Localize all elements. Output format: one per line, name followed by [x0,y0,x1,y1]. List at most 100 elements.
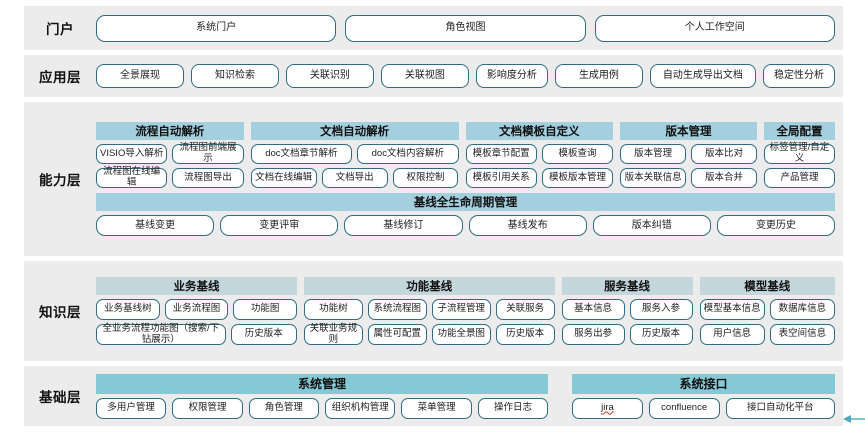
capability-group-title-global-config: 全局配置 [763,122,835,140]
know-button-history-version-business[interactable]: 历史版本 [230,324,297,345]
app-button-knowledge-search[interactable]: 知识检索 [190,64,279,88]
capability-row: 模板引用关系 模板版本管理 [465,168,614,188]
know-button-function-panorama[interactable]: 功能全景图 [431,324,491,345]
knowledge-group-title-function-baseline: 功能基线 [303,277,555,295]
cap-button-visio-import-parse[interactable]: VISIO导入解析 [96,144,168,164]
cap-button-template-reference-relation[interactable]: 模板引用关系 [465,168,537,188]
cap-button-flowchart-frontend-display[interactable]: 流程图前端展示 [172,143,244,164]
cap-button-tag-management-custom[interactable]: 标签管理/自定义 [763,143,835,164]
app-button-relation-view[interactable]: 关联视图 [380,64,469,88]
knowledge-row: 全业务流程功能图（搜索/下钻展示） 历史版本 [96,323,297,345]
life-button-change-history[interactable]: 变更历史 [716,215,836,236]
layer-body-portal: 系统门户 角色视图 个人工作空间 [96,14,843,42]
layer-application: 应用层 全景展现 知识检索 关联识别 关联视图 影响度分析 生成用例 自动生成导… [24,55,843,97]
know-button-service-basic-info[interactable]: 基本信息 [561,299,625,320]
layer-knowledge: 知识层 业务基线 业务基线树 业务流程图 功能图 全业务流程功能图（搜索/下钻展… [24,261,843,361]
layer-base: 基础层 系统管理 多用户管理 权限管理 角色管理 组织机构管理 菜单管理 操作日… [24,366,843,426]
capability-lifecycle-row: 基线变更 变更评审 基线修订 基线发布 版本纠错 变更历史 [96,215,836,236]
app-button-auto-export-doc[interactable]: 自动生成导出文档 [649,64,756,88]
capability-row: 文档在线编辑 文档导出 权限控制 [250,168,459,188]
knowledge-row: 关联业务规则 属性可配置 功能全景图 历史版本 [303,323,555,345]
base-button-org-structure-management[interactable]: 组织机构管理 [325,397,396,419]
base-button-menu-management[interactable]: 菜单管理 [401,397,472,419]
life-button-baseline-release[interactable]: 基线发布 [468,215,587,236]
know-button-subprocess-management[interactable]: 子流程管理 [431,299,491,320]
know-button-model-basic-info[interactable]: 模型基本信息 [699,299,765,320]
cap-button-doc-content-parse[interactable]: doc文档内容解析 [357,144,459,164]
know-button-function-diagram[interactable]: 功能图 [233,299,297,320]
knowledge-row: 用户信息 表空间信息 [699,324,835,345]
capability-lifecycle-block: 基线全生命周期管理 基线变更 变更评审 基线修订 基线发布 版本纠错 变更历史 [96,193,836,236]
base-button-confluence[interactable]: confluence [648,397,720,419]
life-button-version-correction[interactable]: 版本纠错 [592,215,711,236]
knowledge-group-service-baseline: 服务基线 基本信息 服务入参 服务出参 历史版本 [561,277,693,345]
portal-button-system-portal[interactable]: 系统门户 [96,14,337,42]
cap-button-version-management[interactable]: 版本管理 [620,144,687,164]
know-button-database-info[interactable]: 数据库信息 [769,299,835,320]
capability-row: 流程图在线编辑 流程图导出 [96,167,244,188]
cap-button-doc-online-edit[interactable]: 文档在线编辑 [250,168,317,188]
layer-body-capability: 流程自动解析 VISIO导入解析 流程图前端展示 流程图在线编辑 流程图导出 文… [96,122,843,236]
base-button-permission-management[interactable]: 权限管理 [172,397,243,419]
know-button-full-business-process-function-diagram[interactable]: 全业务流程功能图（搜索/下钻展示） [96,323,226,345]
capability-row: 版本管理 版本比对 [620,144,757,164]
know-button-history-version-service[interactable]: 历史版本 [629,324,693,345]
cap-button-template-version-mgmt[interactable]: 模板版本管理 [541,168,614,188]
cap-button-permission-control[interactable]: 权限控制 [392,168,459,188]
life-button-change-review[interactable]: 变更评审 [220,215,339,236]
cap-button-version-relation-info[interactable]: 版本关联信息 [620,168,687,188]
portal-button-role-view[interactable]: 角色视图 [345,14,586,42]
base-button-operation-log[interactable]: 操作日志 [477,397,549,419]
base-button-interface-automation-platform[interactable]: 接口自动化平台 [725,397,835,419]
know-button-system-flowchart[interactable]: 系统流程图 [367,299,427,320]
life-button-baseline-change[interactable]: 基线变更 [96,215,215,236]
cap-button-version-compare[interactable]: 版本比对 [691,144,757,164]
knowledge-row: 模型基本信息 数据库信息 [699,299,835,320]
know-button-business-flowchart[interactable]: 业务流程图 [164,299,229,320]
cap-button-product-management[interactable]: 产品管理 [763,168,835,188]
capability-group-doc-parse: 文档自动解析 doc文档章节解析 doc文档内容解析 文档在线编辑 文档导出 权… [250,122,459,188]
know-button-service-input-param[interactable]: 服务入参 [629,299,693,320]
cap-button-template-query[interactable]: 模板查询 [541,144,614,164]
cap-button-doc-export[interactable]: 文档导出 [321,168,388,188]
know-button-function-tree[interactable]: 功能树 [303,299,363,320]
knowledge-row: 功能树 系统流程图 子流程管理 关联服务 [303,299,555,320]
jira-label: jira [601,401,614,413]
capability-group-row: 流程自动解析 VISIO导入解析 流程图前端展示 流程图在线编辑 流程图导出 文… [96,122,835,188]
layer-body-base: 系统管理 多用户管理 权限管理 角色管理 组织机构管理 菜单管理 操作日志 系统… [96,373,843,419]
base-button-multi-user-management[interactable]: 多用户管理 [96,397,167,419]
capability-row: 版本关联信息 版本合并 [620,168,757,188]
knowledge-group-title-business-baseline: 业务基线 [96,277,297,295]
capability-row: 产品管理 [763,168,835,188]
know-button-related-service[interactable]: 关联服务 [495,299,555,320]
know-button-business-baseline-tree[interactable]: 业务基线树 [96,299,160,320]
app-button-relation-identify[interactable]: 关联识别 [285,64,374,88]
capability-group-title-version-mgmt: 版本管理 [620,122,757,140]
know-button-tablespace-info[interactable]: 表空间信息 [769,324,835,345]
app-button-panorama[interactable]: 全景展现 [96,64,184,88]
base-button-role-management[interactable]: 角色管理 [248,397,320,419]
know-button-attribute-configurable[interactable]: 属性可配置 [367,324,427,345]
capability-lifecycle-title: 基线全生命周期管理 [96,193,835,211]
know-button-history-version-function[interactable]: 历史版本 [495,324,555,345]
cap-button-version-merge[interactable]: 版本合并 [691,168,757,188]
know-button-related-business-rule[interactable]: 关联业务规则 [303,323,363,345]
knowledge-row: 业务基线树 业务流程图 功能图 [96,299,297,320]
app-button-generate-usecase[interactable]: 生成用例 [554,64,643,88]
app-button-stability-analysis[interactable]: 稳定性分析 [762,64,836,88]
capability-group-doc-template: 文档模板自定义 模板章节配置 模板查询 模板引用关系 模板版本管理 [465,122,614,188]
cap-button-flowchart-online-edit[interactable]: 流程图在线编辑 [96,167,168,188]
portal-button-personal-workspace[interactable]: 个人工作空间 [594,14,835,42]
knowledge-row: 基本信息 服务入参 [561,299,693,320]
capability-row: 模板章节配置 模板查询 [465,144,614,164]
know-button-user-info[interactable]: 用户信息 [699,324,765,345]
life-button-baseline-revision[interactable]: 基线修订 [344,215,463,236]
cap-button-template-chapter-config[interactable]: 模板章节配置 [465,144,537,164]
cap-button-flowchart-export[interactable]: 流程图导出 [172,168,244,188]
cap-button-doc-chapter-parse[interactable]: doc文档章节解析 [250,144,353,164]
layer-label-knowledge: 知识层 [39,305,81,320]
know-button-service-output-param[interactable]: 服务出参 [561,324,625,345]
app-button-impact-analysis[interactable]: 影响度分析 [475,64,548,88]
base-button-jira[interactable]: jira [572,397,643,419]
